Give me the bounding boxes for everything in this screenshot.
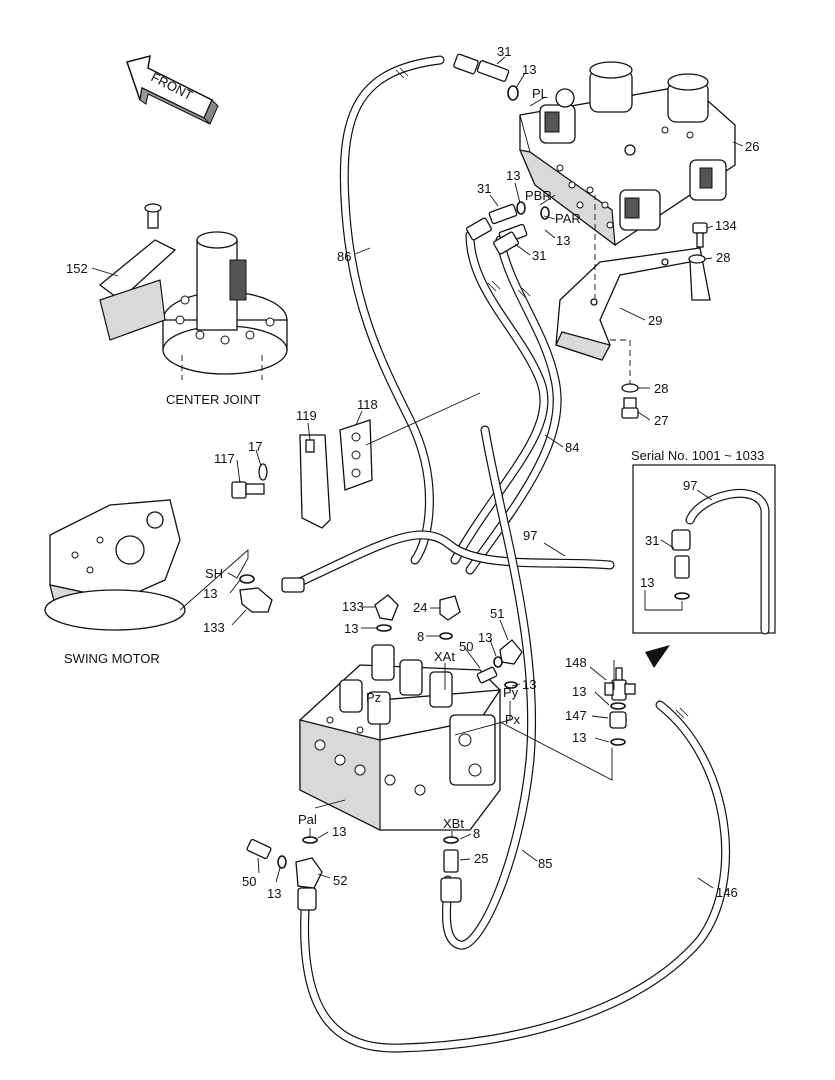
callout-28-bot: 28 (654, 381, 668, 396)
callout-13-py: 13 (522, 677, 536, 692)
callout-31-par: 31 (532, 248, 546, 263)
callout-PBR: PBR (525, 188, 552, 203)
callout-24: 24 (413, 600, 427, 615)
swing-motor-caption: SWING MOTOR (64, 651, 160, 666)
front-arrow: FRONT (126, 54, 219, 125)
callout-147: 147 (565, 708, 587, 723)
fitting-31-top (453, 53, 519, 101)
callout-8-xbt: 8 (473, 826, 480, 841)
callout-133-sh: 133 (203, 620, 225, 635)
bolt-27 (621, 383, 639, 419)
callout-148: 148 (565, 655, 587, 670)
bracket-29 (555, 195, 711, 385)
serial-note: Serial No. 1001 ~ 1033 (631, 448, 764, 463)
callout-13-pbr: 13 (506, 168, 520, 183)
callout-85: 85 (538, 856, 552, 871)
elbow-133-sh (239, 574, 305, 613)
center-joint-caption: CENTER JOINT (166, 392, 261, 407)
callout-117: 117 (214, 451, 235, 466)
callout-134: 134 (715, 218, 737, 233)
callout-50-top: 50 (459, 639, 473, 654)
callout-50-bot: 50 (242, 874, 256, 889)
callout-Pz: Pz (366, 690, 381, 705)
callout-17: 17 (248, 439, 262, 454)
callout-13-133: 13 (344, 621, 358, 636)
callout-13-par: 13 (556, 233, 570, 248)
tee-148 (604, 667, 636, 746)
callout-86: 86 (337, 249, 351, 264)
control-valve (299, 644, 502, 831)
solenoid-valve-block (518, 61, 736, 247)
callout-25: 25 (474, 851, 488, 866)
clamp-assembly (231, 392, 481, 529)
center-joint (98, 203, 288, 380)
callout-51: 51 (490, 606, 504, 621)
callout-27: 27 (654, 413, 668, 428)
callout-13-51: 13 (478, 630, 492, 645)
callout-31-top: 31 (497, 44, 511, 59)
callout-13-147: 13 (572, 730, 586, 745)
callout-133: 133 (342, 599, 364, 614)
callout-31-inset: 31 (645, 533, 659, 548)
callout-Py: Py (503, 685, 519, 700)
fittings-bottom-left (246, 838, 323, 911)
callout-52: 52 (333, 873, 347, 888)
callout-XAt: XAt (434, 649, 455, 664)
callout-146: 146 (716, 885, 738, 900)
callout-PL: PL (532, 86, 548, 101)
serial-inset-box (632, 464, 776, 668)
callout-Px: Px (505, 712, 521, 727)
callout-118: 118 (357, 397, 378, 412)
callout-XBt: XBt (443, 816, 464, 831)
callout-97-main: 97 (523, 528, 537, 543)
callout-84: 84 (565, 440, 579, 455)
leader-lines (91, 56, 744, 889)
fittings-above-valve (374, 594, 523, 689)
callout-119: 119 (296, 408, 317, 423)
callout-13-bot: 13 (267, 886, 281, 901)
callout-31-pbr: 31 (477, 181, 491, 196)
fittings-31-pbr-par (466, 201, 550, 255)
fitting-25 (302, 836, 462, 903)
callout-13-inset: 13 (640, 575, 654, 590)
callout-8-24: 8 (417, 629, 424, 644)
callout-labels: 31 13 PL 26 13 31 PBR PAR 13 31 134 28 2… (66, 44, 764, 901)
callout-26: 26 (745, 139, 759, 154)
callout-13-top: 13 (522, 62, 536, 77)
swing-motor (44, 499, 186, 631)
bolt-134 (688, 222, 708, 264)
callout-SH: SH (205, 566, 223, 581)
callout-97-inset: 97 (683, 478, 697, 493)
callout-13-148: 13 (572, 684, 586, 699)
callout-13-sh: 13 (203, 586, 217, 601)
hoses (295, 55, 730, 1053)
callout-13-pal: 13 (332, 824, 346, 839)
callout-29: 29 (648, 313, 662, 328)
callout-152: 152 (66, 261, 88, 276)
callout-PAR: PAR (555, 211, 581, 226)
callout-28-top: 28 (716, 250, 730, 265)
callout-Pal: Pal (298, 812, 317, 827)
